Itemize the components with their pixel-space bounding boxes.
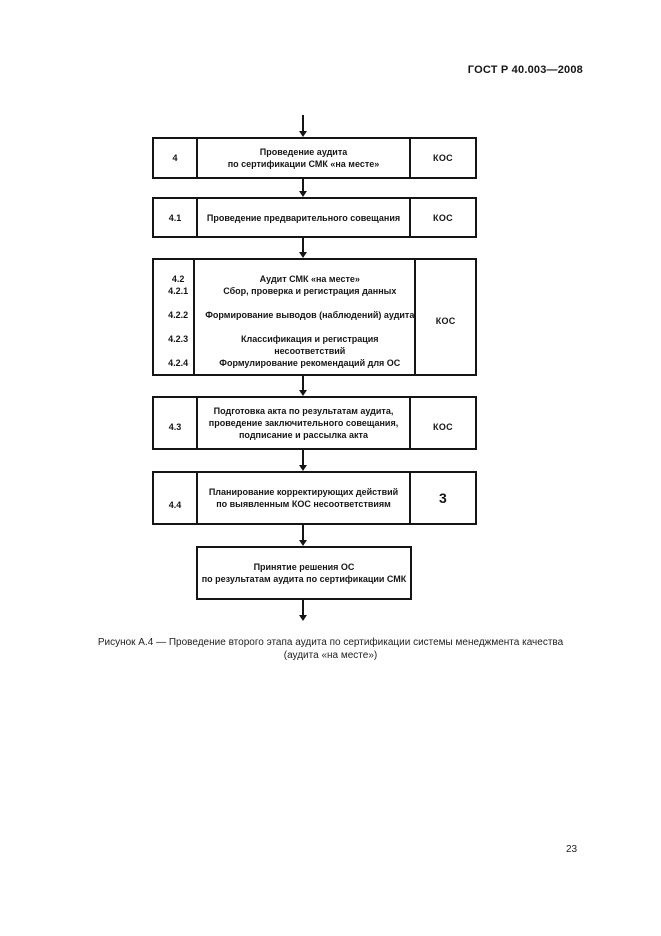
box-text: Проведение аудита по сертификации СМК «н… bbox=[198, 139, 409, 177]
box-number-column: 4.2 4.2.1 4.2.2 4.2.3 4.2.4 bbox=[154, 260, 196, 374]
box-text-line: несоответствий bbox=[274, 345, 346, 356]
box-text: Проведение предварительного совещания bbox=[198, 199, 409, 236]
flow-arrow-down bbox=[299, 179, 307, 197]
box-side-label: 3 bbox=[409, 473, 475, 523]
box-text-line: Подготовка акта по результатам аудита, bbox=[213, 406, 394, 416]
box-number: 4 bbox=[154, 139, 198, 177]
flow-arrow-down bbox=[299, 238, 307, 258]
page-number: 23 bbox=[566, 844, 578, 855]
box-number: 4.2.3 bbox=[168, 333, 189, 344]
figure-caption-line: (аудита «на месте») bbox=[283, 650, 378, 661]
box-text: Подготовка акта по результатам аудита, п… bbox=[198, 398, 409, 448]
box-number: 4.2 bbox=[171, 273, 185, 284]
box-text: Планирование корректирующих действий по … bbox=[198, 473, 409, 523]
box-side-label: КОС bbox=[414, 260, 475, 374]
box-text-line: проведение заключительного совещания, bbox=[208, 418, 399, 428]
box-side-label: КОС bbox=[409, 139, 475, 177]
box-text: Аудит СМК «на месте» Сбор, проверка и ре… bbox=[195, 260, 414, 374]
standard-header: ГОСТ Р 40.003—2008 bbox=[467, 64, 583, 76]
box-text-line: Аудит СМК «на месте» bbox=[259, 273, 360, 284]
flow-arrow-down bbox=[299, 115, 307, 137]
box-text-line: Сбор, проверка и регистрация данных bbox=[223, 285, 397, 296]
flow-arrow-down bbox=[299, 525, 307, 546]
box-text-line: Принятие решения ОС bbox=[253, 562, 355, 572]
flow-box-4-2: 4.2 4.2.1 4.2.2 4.2.3 4.2.4 Аудит СМК «н… bbox=[152, 258, 477, 376]
box-text-line: подписание и рассылка акта bbox=[239, 430, 368, 440]
box-text-line: Формулирование рекомендаций для ОС bbox=[219, 357, 401, 368]
box-text-line: по сертификации СМК «на месте» bbox=[227, 159, 380, 169]
box-side-label: КОС bbox=[409, 199, 475, 236]
box-side-label: КОС bbox=[409, 398, 475, 448]
box-text-line: по результатам аудита по сертификации СМ… bbox=[201, 574, 407, 584]
box-text-line: Формирование выводов (наблюдений) аудита bbox=[205, 309, 415, 320]
flow-box-final: Принятие решения ОС по результатам аудит… bbox=[196, 546, 412, 600]
box-number: 4.2.2 bbox=[168, 309, 189, 320]
box-text-line: Классификация и регистрация bbox=[241, 333, 379, 344]
flow-box-4-1: 4.1 Проведение предварительного совещани… bbox=[152, 197, 477, 238]
box-text-line: Проведение аудита bbox=[259, 147, 348, 157]
box-number: 4.2.4 bbox=[168, 357, 189, 368]
box-text-line: Проведение предварительного совещания bbox=[206, 212, 401, 223]
flow-arrow-down bbox=[299, 450, 307, 471]
box-text: Принятие решения ОС по результатам аудит… bbox=[198, 548, 410, 598]
figure-caption-line: Рисунок А.4 — Проведение второго этапа а… bbox=[97, 637, 564, 648]
flow-arrow-down bbox=[299, 376, 307, 396]
box-number: 4.4 bbox=[154, 473, 198, 523]
flow-arrow-down bbox=[299, 600, 307, 621]
flow-box-4-3: 4.3 Подготовка акта по результатам аудит… bbox=[152, 396, 477, 450]
box-number: 4.2.1 bbox=[168, 285, 189, 296]
figure-caption: Рисунок А.4 — Проведение второго этапа а… bbox=[0, 636, 661, 662]
flow-box-4-4: 4.4 Планирование корректирующих действий… bbox=[152, 471, 477, 525]
box-text-line: по выявленным КОС несоответствиям bbox=[216, 499, 391, 509]
box-number: 4.1 bbox=[154, 199, 198, 236]
flow-box-4: 4 Проведение аудита по сертификации СМК … bbox=[152, 137, 477, 179]
box-text-line: Планирование корректирующих действий bbox=[208, 487, 399, 497]
box-number: 4.3 bbox=[154, 398, 198, 448]
